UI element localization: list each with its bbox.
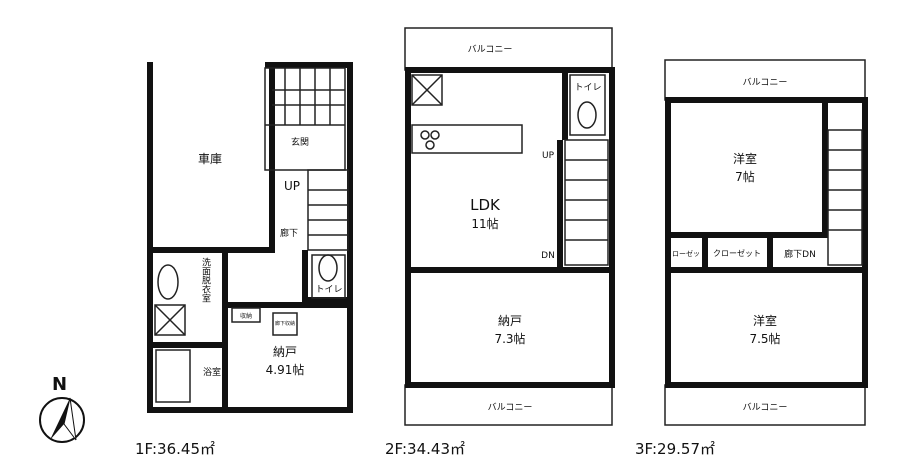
label-dn-2f: DN bbox=[541, 251, 555, 261]
floor-3-plan: バルコニー 洋室 7帖 クローゼット クローゼット 廊下DN 洋室 7.5帖 バ… bbox=[635, 59, 868, 458]
closet-3f-1: クローゼット bbox=[665, 249, 707, 258]
room-storage-name: 納戸 bbox=[273, 345, 297, 359]
room-3f-2-name: 洋室 bbox=[753, 313, 777, 328]
balcony-3f-bottom: バルコニー bbox=[743, 402, 788, 413]
room-washroom: 洗面脱衣室 bbox=[200, 256, 211, 302]
room-toilet-2f: トイレ bbox=[574, 83, 601, 93]
room-entrance: 玄関 bbox=[291, 136, 309, 148]
balcony-3f-top: バルコニー bbox=[743, 77, 788, 88]
room-bath: 浴室 bbox=[203, 366, 221, 378]
room-storage-size: 4.91帖 bbox=[266, 362, 305, 377]
room-3f-1-name: 洋室 bbox=[733, 151, 757, 166]
floor-2-area: 2F:34.43㎡ bbox=[385, 440, 465, 458]
balcony-2f-top: バルコニー bbox=[468, 44, 513, 55]
north-arrow-icon: N bbox=[39, 374, 85, 443]
room-toilet: トイレ bbox=[315, 285, 342, 295]
floor-1-area: 1F:36.45㎡ bbox=[135, 440, 215, 458]
balcony-2f-bottom: バルコニー bbox=[488, 402, 533, 413]
room-garage: 車庫 bbox=[198, 152, 222, 166]
room-ldk-size: 11帖 bbox=[471, 216, 498, 231]
floor-3-area: 3F:29.57㎡ bbox=[635, 440, 715, 458]
room-storage-2f-name: 納戸 bbox=[498, 314, 522, 328]
room-3f-2-size: 7.5帖 bbox=[749, 331, 780, 346]
label-hall-dn-3f: 廊下DN bbox=[784, 248, 816, 260]
room-storage-2f-size: 7.3帖 bbox=[494, 331, 525, 346]
hall-closet-label: 廊下収納 bbox=[275, 320, 295, 327]
room-ldk-name: LDK bbox=[470, 196, 501, 214]
room-3f-1-size: 7帖 bbox=[735, 169, 755, 184]
north-label: N bbox=[52, 374, 67, 395]
room-hall: 廊下 bbox=[280, 227, 298, 239]
label-up-2f: UP bbox=[542, 151, 555, 161]
floor-2-plan: バルコニー トイレ UP DN LDK 11帖 納戸 7.3帖 バルコニー 2F… bbox=[385, 27, 615, 458]
floor-1-plan: 車庫 玄関 UP 廊下 トイレ 洗面脱衣室 浴室 収納 廊下収納 納戸 4.91… bbox=[135, 62, 353, 458]
label-up: UP bbox=[284, 179, 300, 193]
closet-3f-2: クローゼット bbox=[713, 248, 761, 258]
closet-label: 収納 bbox=[240, 312, 252, 320]
